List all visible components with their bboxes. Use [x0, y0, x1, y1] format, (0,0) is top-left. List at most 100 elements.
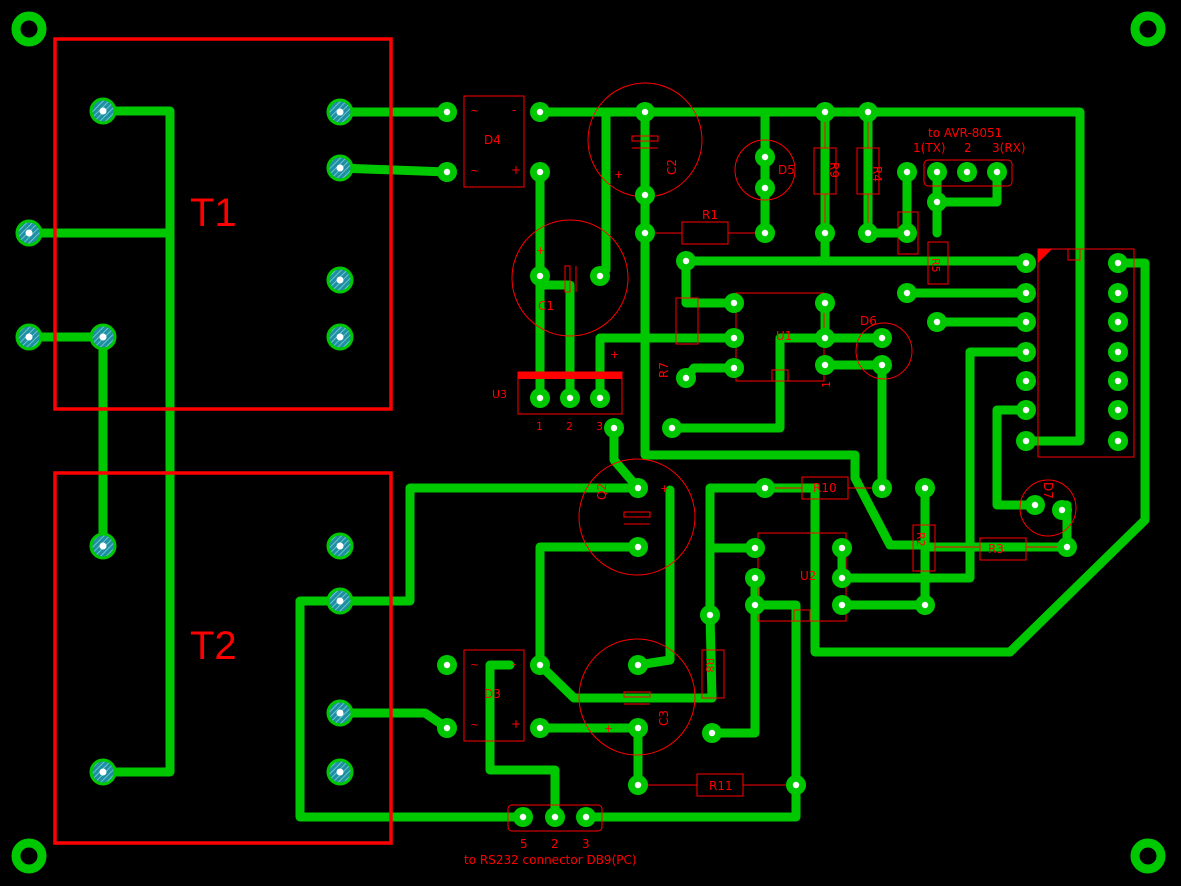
regulator-u3: U3 1 2 3 + — [492, 348, 623, 433]
resistor-r8: R8 — [701, 649, 725, 699]
mounting-hole — [1130, 838, 1166, 874]
led-d6: D6 — [855, 314, 913, 380]
pad-hole — [730, 299, 738, 307]
pad-hole — [336, 709, 344, 717]
pin-one-mark: 1 — [820, 381, 833, 388]
pad-hole — [751, 574, 759, 582]
pad-hole — [25, 229, 33, 237]
resistor-r5: R5 — [927, 241, 949, 285]
label-d6: D6 — [860, 314, 877, 328]
trace — [707, 573, 760, 738]
pad-hole — [25, 333, 33, 341]
plus-mark: + — [511, 717, 521, 731]
pad-hole — [582, 813, 590, 821]
label-r10: R10 — [813, 481, 837, 495]
plus-mark: + — [614, 168, 623, 181]
bridge-d3: D3 ~ ~ - + — [463, 649, 525, 742]
pad-hole — [641, 229, 649, 237]
pad-hole — [706, 611, 714, 619]
avr-header-label: to AVR-8051 — [928, 126, 1002, 140]
pad-hole — [336, 768, 344, 776]
pad-hole — [336, 164, 344, 172]
label-d7: D7 — [1041, 482, 1055, 499]
pad-hole — [730, 364, 738, 372]
pad-hole — [933, 198, 941, 206]
pad-hole — [1031, 501, 1039, 509]
trace — [535, 107, 1085, 446]
capacitor-c3: C3 + — [578, 638, 696, 756]
minus-mark: - — [512, 103, 516, 117]
trace — [98, 106, 175, 777]
pad-hole — [864, 108, 872, 116]
ic-q1 — [1037, 248, 1135, 458]
resistor-r2: R2 — [912, 524, 936, 572]
pad-hole — [596, 272, 604, 280]
pad-hole — [668, 424, 676, 432]
pad-hole — [443, 661, 451, 669]
avr-pin3-label: 3(RX) — [992, 141, 1026, 155]
pad-hole — [99, 542, 107, 550]
pad-hole — [878, 484, 886, 492]
resistor-r9: R9 — [813, 112, 841, 233]
rs232-pin5-label: 5 — [520, 837, 528, 851]
resistor-r7: R7 — [657, 297, 699, 378]
pad-hole — [933, 318, 941, 326]
label-c1: C1 — [538, 299, 554, 313]
pad-hole — [761, 484, 769, 492]
pad-hole — [1114, 406, 1122, 414]
label-r1: R1 — [702, 208, 718, 222]
header-rs232: 5 2 3 to RS232 connector DB9(PC) — [464, 804, 637, 867]
pad-hole — [751, 544, 759, 552]
pad-hole — [610, 424, 618, 432]
mounting-hole — [11, 11, 47, 47]
plus-mark: + — [610, 348, 619, 361]
capacitor-c1: C1 + — [511, 219, 629, 337]
label-u2: U2 — [800, 569, 816, 583]
plus-mark: + — [604, 722, 613, 735]
pad-hole — [519, 813, 527, 821]
trace — [24, 332, 108, 551]
label-r7: R7 — [657, 362, 671, 378]
rs232-pin3-label: 3 — [582, 837, 590, 851]
resistor-r11: R11 — [638, 773, 796, 797]
pad-hole — [821, 361, 829, 369]
pad-hole — [878, 334, 886, 342]
pad-hole — [634, 543, 642, 551]
trace — [535, 542, 643, 670]
rs232-header-label: to RS232 connector DB9(PC) — [464, 853, 637, 867]
pad-hole — [634, 661, 642, 669]
pad-hole — [443, 724, 451, 732]
pad-hole — [903, 168, 911, 176]
pad-hole — [1114, 259, 1122, 267]
transformer-t2: T2 — [53, 471, 393, 845]
label-t2: T2 — [190, 624, 237, 668]
label-r8: R8 — [703, 658, 716, 673]
pad-hole — [838, 601, 846, 609]
label-d4: D4 — [484, 133, 501, 147]
tilde-mark: ~ — [470, 658, 479, 671]
pad-hole — [1022, 259, 1030, 267]
label-u1: U1 — [776, 329, 792, 343]
trace — [335, 163, 452, 177]
label-r11: R11 — [709, 779, 733, 793]
trace — [609, 423, 643, 493]
bridge-d4: D4 ~ ~ - + — [463, 95, 525, 188]
pad-hole — [99, 768, 107, 776]
pads — [15, 97, 1128, 827]
trace — [633, 485, 675, 670]
trace — [932, 167, 1002, 207]
avr-pin1-label: 1(TX) — [913, 141, 946, 155]
tilde-mark: ~ — [470, 164, 479, 177]
pad-hole — [1114, 437, 1122, 445]
pad-hole — [536, 108, 544, 116]
pad-hole — [1022, 318, 1030, 326]
pad-hole — [792, 781, 800, 789]
trace — [705, 483, 770, 620]
pad-hole — [1022, 348, 1030, 356]
trace — [837, 347, 1031, 583]
trace — [485, 660, 560, 822]
pad-hole — [634, 781, 642, 789]
trace — [681, 256, 739, 308]
pad-hole — [1022, 289, 1030, 297]
